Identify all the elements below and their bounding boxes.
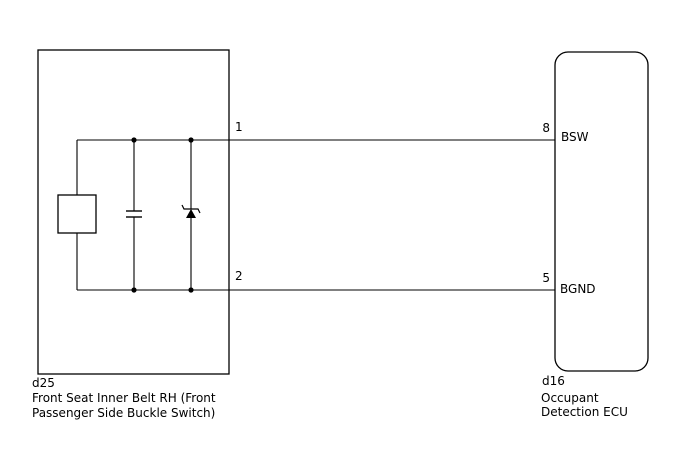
right-pin-top: 8 [542,121,550,135]
right-pin-bottom: 5 [542,271,550,285]
capacitor-symbol [126,140,142,290]
terminal-bgnd: BGND [560,282,596,296]
left-pin-bottom: 2 [235,269,243,283]
left-pin-top: 1 [235,120,243,134]
junction-dot [188,287,194,293]
ecu-box [554,51,649,372]
terminal-bsw: BSW [561,130,589,144]
junction-dot [188,137,194,143]
right-component-name-line2: Detection ECU [541,405,628,419]
left-component-name-line1: Front Seat Inner Belt RH (Front [32,391,216,405]
junction-dot [131,287,137,293]
left-component-name-line2: Passenger Side Buckle Switch) [32,406,215,420]
junction-dot [131,137,137,143]
buckle-switch-box [37,49,230,375]
zener-diode-symbol [181,140,201,290]
resistor-symbol [57,140,97,290]
right-component-code: d16 [542,374,565,388]
right-component-name-line1: Occupant [541,391,599,405]
left-component-code: d25 [32,376,55,390]
